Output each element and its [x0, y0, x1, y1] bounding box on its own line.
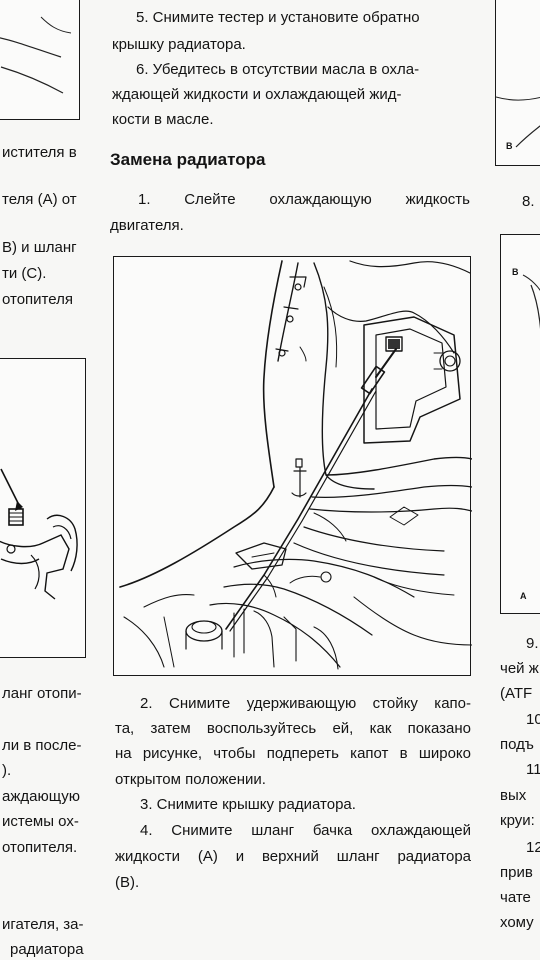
right-text-3: (ATF — [500, 685, 533, 702]
left-text-2: теля (A) от — [2, 191, 77, 208]
right-text-8: круи: — [500, 812, 535, 829]
right-text-12: хому — [500, 914, 534, 931]
section-heading: Замена радиатора — [110, 150, 266, 169]
left-text-10: истемы ох- — [2, 813, 79, 830]
right-text-5: подъ — [500, 736, 534, 753]
left-text-4: ти (С). — [2, 265, 47, 282]
right-step8: 8. — [522, 193, 535, 210]
left-text-6: ланг отопи- — [2, 685, 82, 702]
step4-line1: 4. Снимите шланг бачка охлаждающей — [140, 822, 471, 839]
left-figure-top-drawing — [0, 16, 72, 94]
right-figure-top-drawing — [496, 96, 540, 148]
hood-support-figure — [113, 256, 472, 676]
step2-line3: на рисунке, чтобы подпереть капот в широ… — [115, 745, 471, 762]
right-text-2: чей ж — [500, 660, 539, 677]
left-figure-middle-drawing — [0, 468, 78, 600]
step5-line2: крышку радиатора. — [112, 36, 246, 53]
hood-support-drawing — [119, 260, 472, 670]
left-text-11: отопителя. — [2, 839, 78, 856]
right-fig-label-a: A — [520, 591, 527, 601]
step1-line1: 1. Слейте охлаждающую жидкость — [138, 191, 470, 208]
right-text-11: чате — [500, 889, 531, 906]
right-text-10: прив — [500, 864, 533, 881]
left-figure-middle — [0, 358, 86, 658]
step5-line1: 5. Снимите тестер и установите обратно — [136, 9, 420, 26]
right-text-1: 9. — [526, 635, 539, 652]
step2-line4: открытом положении. — [115, 771, 266, 788]
left-figure-top — [0, 0, 80, 120]
step4-line3: (В). — [115, 874, 140, 891]
step6-line1: 6. Убедитесь в отсутствии масла в охла- — [136, 61, 420, 78]
step6-line3: кости в масле. — [112, 111, 214, 128]
left-text-8: ). — [2, 762, 12, 779]
step4-line2: жидкости (А) и верхний шланг радиатора — [115, 848, 471, 865]
right-figure-middle-drawing — [522, 274, 540, 330]
right-text-6: 11 — [526, 761, 540, 778]
right-column: B 8. B A 9. чей ж (ATF 10 подъ 11 вых кр… — [490, 0, 540, 960]
right-figure-middle — [500, 234, 540, 614]
left-text-3: В) и шланг — [2, 239, 77, 256]
right-text-4: 10 — [526, 711, 540, 728]
left-text-1: истителя в — [2, 144, 77, 161]
right-text-9: 12 — [526, 839, 540, 856]
left-text-5: отопителя — [2, 291, 73, 308]
right-text-7: вых — [500, 787, 527, 804]
left-text-13: радиатора — [10, 941, 84, 958]
left-text-12: игателя, за- — [2, 916, 84, 933]
step1-line2: двигателя. — [110, 217, 184, 234]
left-text-7: ли в после- — [2, 737, 82, 754]
step6-line2: ждающей жидкости и охлаждающей жид- — [112, 86, 402, 103]
step3-line1: 3. Снимите крышку радиатора. — [140, 796, 356, 813]
step2-line1: 2. Снимите удерживающую стойку капо- — [140, 695, 471, 712]
left-column: истителя в теля (A) от В) и шланг ти (С)… — [0, 0, 92, 960]
right-figure-top — [495, 0, 540, 166]
right-fig-label-b: B — [512, 267, 519, 277]
step2-line2: та, затем воспользуйтесь ей, как показан… — [115, 720, 471, 737]
left-text-9: аждающую — [2, 788, 80, 805]
right-fig-top-label-b: B — [506, 141, 513, 151]
